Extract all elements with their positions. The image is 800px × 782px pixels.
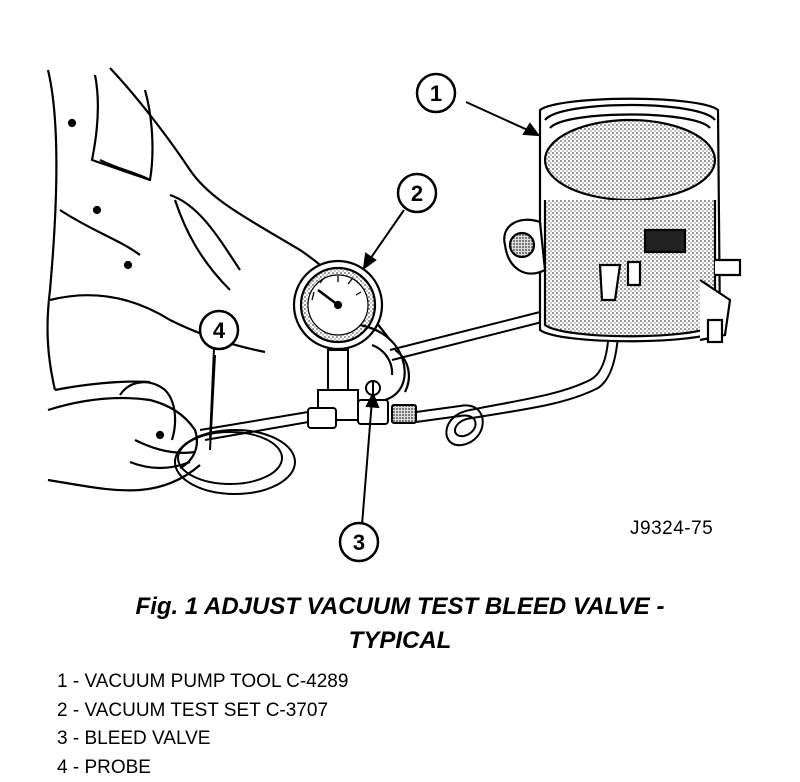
figure-code: J9324-75 (630, 518, 714, 539)
callout-2-label: 2 (411, 181, 423, 206)
leader-lines (209, 101, 541, 526)
parts-legend: 1 - VACUUM PUMP TOOL C-4289 2 - VACUUM T… (57, 668, 348, 782)
callout-1-label: 1 (430, 81, 442, 106)
figure-caption-line-2: TYPICAL (348, 627, 452, 654)
callout-3: 3 (338, 521, 380, 563)
vacuum-gauge (292, 259, 384, 351)
gauge-hand (359, 323, 410, 402)
callout-1: 1 (415, 72, 457, 114)
bleed-valve-manifold (307, 349, 417, 429)
figure-caption: Fig. 1 ADJUST VACUUM TEST BLEED VALVE - … (60, 590, 740, 658)
legend-item-vacuum-test-set: 2 - VACUUM TEST SET C-3707 (57, 699, 329, 721)
callout-2: 2 (396, 172, 438, 214)
legend-item-probe: 4 - PROBE (57, 756, 151, 778)
probe-hose (174, 354, 321, 495)
technician-arm (46, 67, 391, 492)
vacuum-test-illustration: 1 2 3 4 (46, 67, 742, 563)
legend-item-bleed-valve: 3 - BLEED VALVE (57, 728, 211, 749)
callout-4: 4 (198, 309, 240, 351)
callout-3-label: 3 (353, 530, 365, 555)
pump-hose (389, 299, 620, 447)
callout-4-label: 4 (213, 318, 226, 343)
vacuum-pump (503, 97, 742, 344)
figure-caption-line-1: Fig. 1 ADJUST VACUUM TEST BLEED VALVE - (135, 593, 665, 620)
legend-item-vacuum-pump: 1 - VACUUM PUMP TOOL C-4289 (57, 671, 349, 692)
